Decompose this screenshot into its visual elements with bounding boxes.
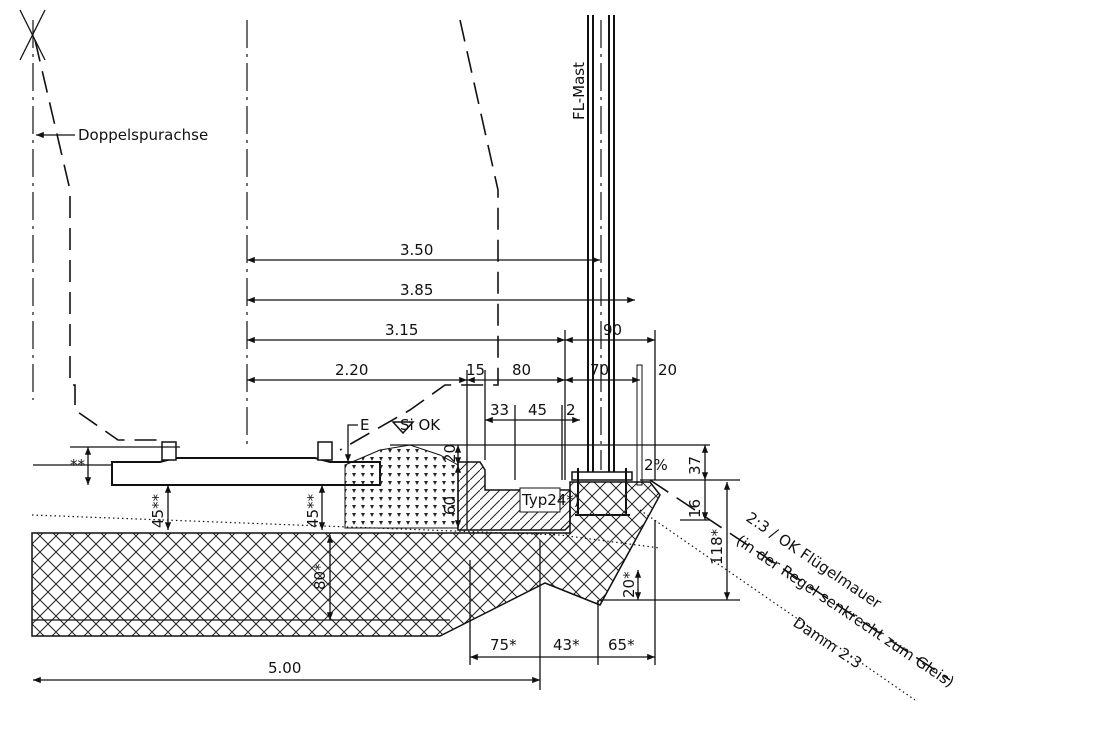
dim-15: 15: [466, 361, 485, 379]
dim-2-20: 2.20: [335, 361, 368, 379]
gradient-label: 2%: [644, 456, 668, 474]
dim-double-star: **: [70, 456, 86, 474]
clearance-profile-left: [34, 39, 160, 441]
clearance-profile-right: [339, 19, 499, 451]
e-label: E: [360, 416, 369, 434]
si-ok-label: Si OK: [400, 416, 441, 434]
dim-20: 20: [658, 361, 677, 379]
rail-right: [317, 441, 333, 461]
dim-20-vertical: 20: [441, 444, 459, 463]
dim-118: 118*: [708, 528, 726, 565]
slope-note-label: (in der Regel senkrecht zum Gleis): [733, 531, 958, 691]
dim-5-00: 5.00: [268, 659, 301, 677]
level-marker-icon: [391, 421, 415, 435]
rail-left: [161, 441, 177, 461]
subgrade-structure: [31, 481, 661, 637]
dim-20-star: 20*: [620, 571, 638, 598]
ballast: [344, 444, 459, 529]
dim-60: 60: [441, 496, 459, 515]
dim-70: 70: [590, 361, 609, 379]
dim-80-star: 80*: [311, 563, 329, 590]
fl-mast-label: FL-Mast: [570, 62, 588, 120]
typ-label: Typ24*): [521, 491, 580, 509]
wing-wall-slope-line: [649, 479, 951, 681]
typ-box: [519, 487, 561, 513]
dim-3-50: 3.50: [400, 241, 433, 259]
dim-43: 43*: [553, 636, 580, 654]
dim-3-85: 3.85: [400, 281, 433, 299]
dim-3-15: 3.15: [385, 321, 418, 339]
dim-2: 2: [566, 401, 576, 419]
dim-65: 65*: [608, 636, 635, 654]
axis-cross-icon: [19, 9, 46, 61]
sleeper: [111, 457, 381, 486]
dim-16: 16: [686, 499, 704, 518]
dim-75: 75*: [490, 636, 517, 654]
dim-45: 45: [528, 401, 547, 419]
dim-45-right: 45**: [304, 493, 322, 528]
dim-37: 37: [686, 456, 704, 475]
dim-45-left: 45**: [149, 493, 167, 528]
dim-33: 33: [490, 401, 509, 419]
dim-90: 90: [603, 321, 622, 339]
embankment-slope-line: [639, 509, 916, 701]
dim-80: 80: [512, 361, 531, 379]
doppelspurachse-label: Doppelspurachse: [78, 126, 208, 144]
